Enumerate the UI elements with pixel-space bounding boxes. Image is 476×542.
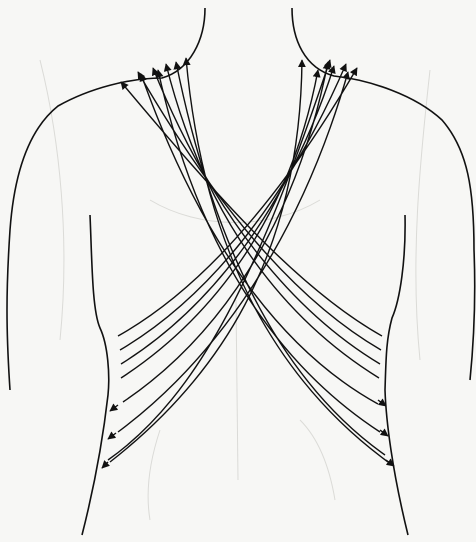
- sketch-line: [148, 430, 160, 520]
- arrowhead-icon: [108, 433, 116, 439]
- tape-strip: [121, 82, 382, 336]
- sketch-line: [416, 70, 430, 360]
- left-shoulder-arm-outline: [7, 8, 205, 390]
- sketch-line: [236, 300, 238, 480]
- taping-strips: [102, 58, 394, 468]
- arrowhead-icon: [102, 462, 108, 468]
- left-torso-outline: [82, 215, 109, 535]
- sketch-line: [40, 60, 64, 340]
- tape-strip: [108, 60, 330, 460]
- tape-strip: [123, 62, 328, 402]
- arrowhead-icon: [110, 405, 118, 411]
- arrowhead-icon: [380, 430, 388, 436]
- tape-strip: [121, 66, 334, 364]
- right-shoulder-arm-outline: [292, 8, 475, 380]
- right-torso-outline: [385, 215, 408, 535]
- sketch-line: [300, 420, 335, 500]
- tape-strip: [141, 74, 378, 404]
- tape-strip: [186, 58, 388, 462]
